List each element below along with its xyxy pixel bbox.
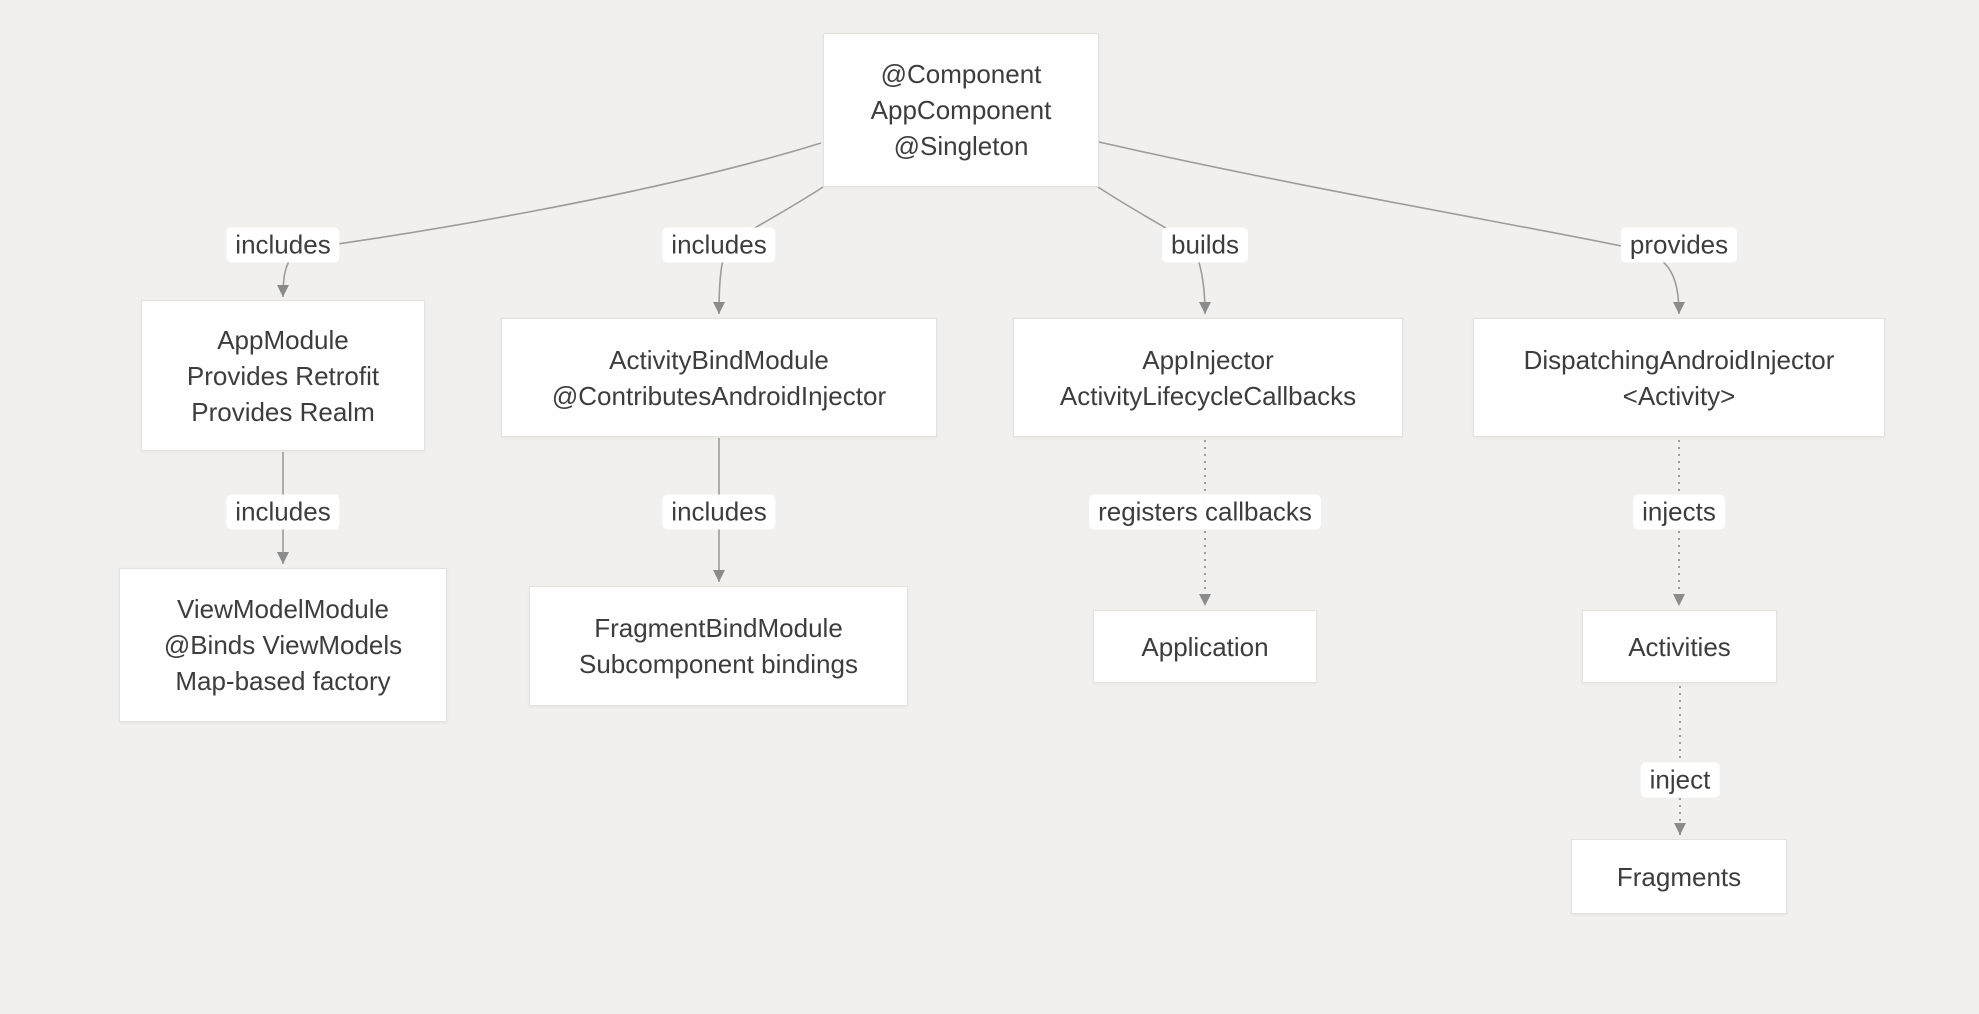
node-app-component-line3: @Singleton [893,131,1029,161]
edge-label-includes-appmodule: includes [226,227,340,263]
edge-label-includes-fragmentbindmodule: includes [662,494,776,530]
node-dispatching-android-injector: DispatchingAndroidInjector <Activity> [1473,318,1885,437]
edge-label-injects: injects [1633,494,1725,530]
node-activities-line1: Activities [1628,631,1731,662]
node-activities: Activities [1582,610,1777,683]
node-app-component: @Component AppComponent @Singleton [823,33,1099,187]
node-view-model-module-line1: ViewModelModule [177,594,389,624]
node-fragments-line1: Fragments [1616,861,1742,892]
node-fragments: Fragments [1571,839,1787,914]
node-application-line1: Application [1141,631,1269,662]
node-fragment-bind-module-line2: Subcomponent bindings [579,649,858,679]
node-app-module: AppModule Provides Retrofit Provides Rea… [141,300,425,451]
node-app-module-line3: Provides Realm [191,396,375,427]
node-dispatching-android-injector-line1: DispatchingAndroidInjector [1523,344,1835,375]
node-app-injector-line2: ActivityLifecycleCallbacks [1059,380,1357,411]
node-view-model-module-line3: Map-based factory [175,666,391,696]
node-view-model-module-line2: @Binds ViewModels [163,630,403,660]
node-view-model-module: ViewModelModule @Binds ViewModels Map-ba… [119,568,447,722]
node-app-component-line1: @Component [880,59,1042,89]
node-dispatching-android-injector-line2: <Activity> [1622,380,1736,411]
edge-label-provides: provides [1620,227,1738,263]
node-app-injector: AppInjector ActivityLifecycleCallbacks [1013,318,1403,437]
edge-label-includes-activitybindmodule: includes [662,227,776,263]
node-fragment-bind-module: FragmentBindModule Subcomponent bindings [529,586,908,706]
node-application: Application [1093,610,1317,683]
edge-label-builds: builds [1162,227,1248,263]
node-app-module-line2: Provides Retrofit [186,360,380,391]
node-activity-bind-module-line2: @ContributesAndroidInjector [551,380,887,411]
node-activity-bind-module-line1: ActivityBindModule [609,344,829,375]
edge-label-inject: inject [1640,762,1720,798]
node-activity-bind-module: ActivityBindModule @ContributesAndroidIn… [501,318,937,437]
node-app-module-line1: AppModule [217,324,349,355]
node-fragment-bind-module-line1: FragmentBindModule [594,613,843,643]
edge-label-registers-callbacks: registers callbacks [1089,494,1321,530]
edge-label-includes-viewmodelmodule: includes [226,494,340,530]
node-app-component-line2: AppComponent [870,95,1052,125]
edge-appcomponent-appmodule [277,142,822,298]
node-app-injector-line1: AppInjector [1142,344,1274,375]
